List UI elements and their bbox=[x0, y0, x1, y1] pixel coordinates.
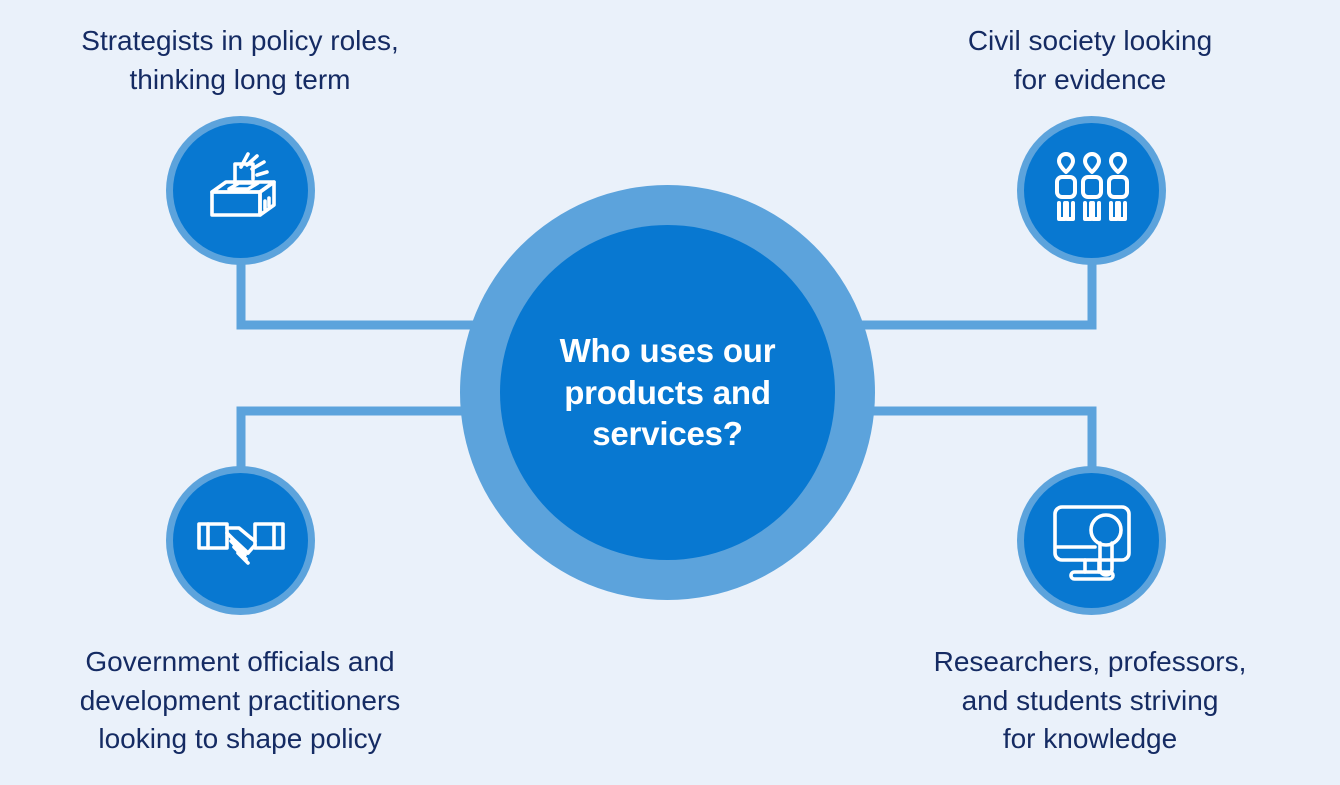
caption-top-left: Strategists in policy roles, thinking lo… bbox=[81, 25, 399, 95]
node-bottom-left-core bbox=[173, 473, 308, 608]
node-top-right[interactable] bbox=[1017, 116, 1166, 265]
connector-top-right bbox=[837, 258, 1097, 330]
caption-top-right: Civil society looking for evidence bbox=[967, 25, 1213, 95]
central-hub-core: Who uses our products and services? bbox=[500, 225, 835, 560]
node-top-right-core bbox=[1024, 123, 1159, 258]
connector-top-left bbox=[236, 258, 500, 330]
three-people-icon bbox=[1054, 151, 1129, 221]
caption-bottom-right: Researchers, professors, and students st… bbox=[933, 646, 1247, 755]
node-top-left-core bbox=[173, 123, 308, 258]
node-top-left[interactable] bbox=[166, 116, 315, 265]
ballot-box-icon bbox=[209, 151, 276, 217]
handshake-icon bbox=[196, 521, 285, 565]
hub-title: Who uses our products and services? bbox=[559, 331, 776, 453]
node-bottom-right-core bbox=[1024, 473, 1159, 608]
node-bottom-left[interactable] bbox=[166, 466, 315, 615]
central-hub: Who uses our products and services? bbox=[460, 185, 875, 600]
monitor-search-icon bbox=[1052, 504, 1131, 581]
node-bottom-right[interactable] bbox=[1017, 466, 1166, 615]
caption-bottom-left: Government officials and development pra… bbox=[79, 646, 401, 755]
